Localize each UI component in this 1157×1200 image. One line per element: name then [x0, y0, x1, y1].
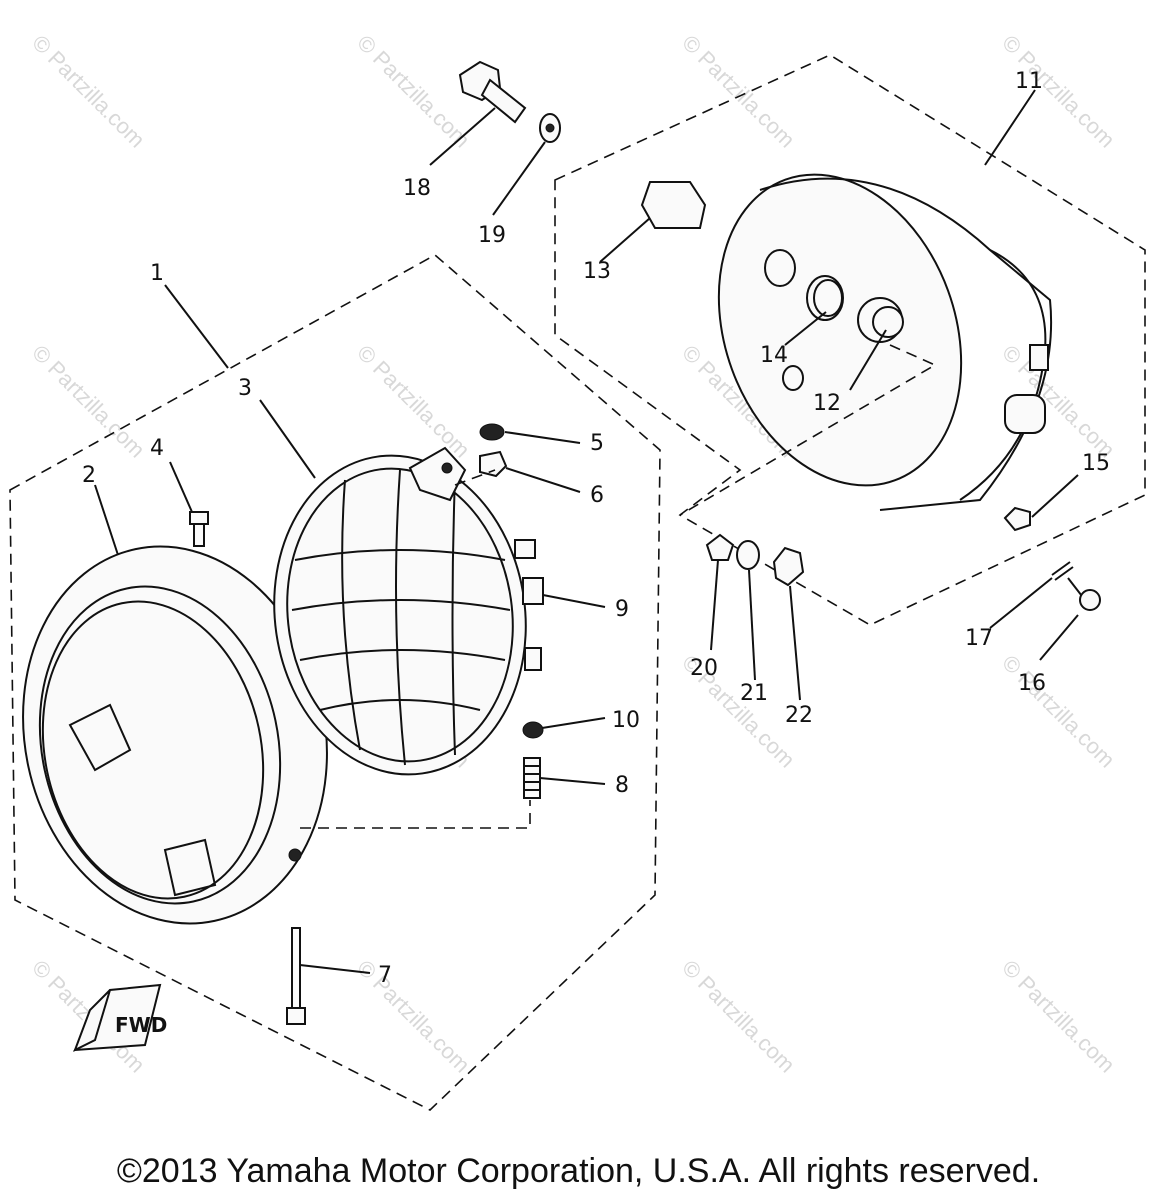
grommet-part-13: [640, 181, 707, 229]
callout-3: 3: [238, 376, 252, 401]
nut-part-20: [705, 533, 735, 561]
washer-part-21: [736, 540, 760, 570]
leader-lines: [94, 89, 1079, 974]
callout-13: 13: [583, 259, 611, 284]
spring-part-17: [1051, 561, 1074, 581]
svg-text:FWD: FWD: [115, 1013, 167, 1037]
spring-part-8: [523, 757, 541, 799]
nut-part-6: [479, 450, 508, 478]
headlight-housing-part: [717, 173, 1053, 511]
socket-part-12: [872, 306, 904, 338]
part-9: [522, 577, 544, 605]
callout-10: 10: [612, 708, 640, 733]
callout-4: 4: [150, 436, 164, 461]
callout-5: 5: [590, 431, 604, 456]
callout-21: 21: [740, 681, 768, 706]
copyright-notice: ©2013 Yamaha Motor Corporation, U.S.A. A…: [116, 1152, 1041, 1190]
headlight-exploded-diagram: FWD: [9, 54, 1146, 1111]
callout-15: 15: [1082, 451, 1110, 476]
washer-part-19: [539, 113, 561, 143]
callout-20: 20: [690, 656, 718, 681]
nut-part-22: [772, 546, 805, 587]
callout-1: 1: [150, 261, 164, 286]
callout-22: 22: [785, 703, 813, 728]
nut-part-5: [479, 423, 505, 441]
bolt-part-18: [458, 60, 527, 124]
screw-part-16: [1067, 577, 1101, 611]
fwd-mark: FWD: [73, 983, 167, 1053]
part-15: [1003, 506, 1031, 532]
callout-19: 19: [478, 223, 506, 248]
screw-part-4: [189, 511, 209, 547]
callout-11: 11: [1015, 69, 1043, 94]
assembly-1-outline: [9, 254, 661, 1111]
callout-2: 2: [82, 463, 96, 488]
screw-part-7: [286, 927, 306, 1025]
callout-labels: 1 2 3 4 5 6 7 8 9 10 11 12 13 14 15 16 1…: [82, 69, 1110, 988]
headlight-rim-part: [22, 545, 328, 925]
callout-6: 6: [590, 483, 604, 508]
callout-9: 9: [615, 597, 629, 622]
callout-8: 8: [615, 773, 629, 798]
callout-14: 14: [760, 343, 788, 368]
callout-16: 16: [1018, 671, 1046, 696]
callout-7: 7: [378, 963, 392, 988]
nut-part-10: [522, 721, 544, 739]
callout-17: 17: [965, 626, 993, 651]
part-14: [813, 279, 843, 317]
callout-18: 18: [403, 176, 431, 201]
callout-12: 12: [813, 391, 841, 416]
